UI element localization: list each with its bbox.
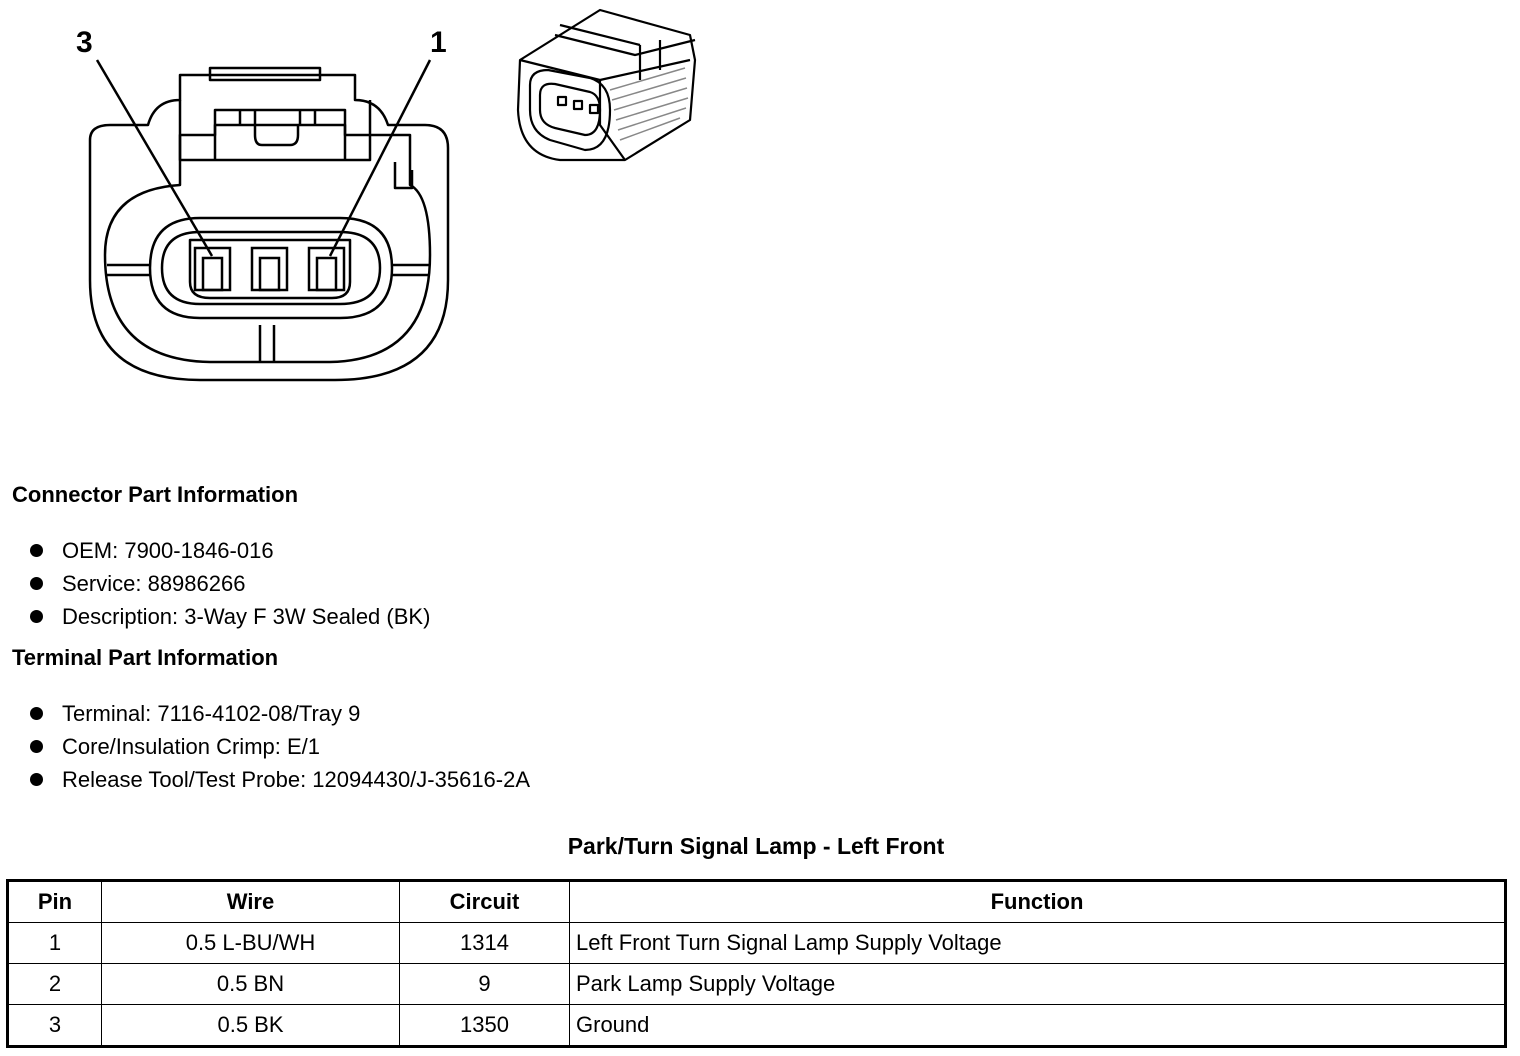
list-item: OEM: 7900-1846-016 [30, 534, 430, 567]
connector-description: Description: 3-Way F 3W Sealed (BK) [62, 604, 431, 629]
connector-diagram: 3 1 [76, 8, 697, 382]
bullet-icon [30, 577, 43, 590]
terminal-release-tool: Release Tool/Test Probe: 12094430/J-3561… [62, 767, 531, 792]
list-item: Core/Insulation Crimp: E/1 [30, 730, 530, 763]
cell-pin: 2 [7, 963, 102, 1005]
pinout-table: Pin Wire Circuit Function 1 0.5 L-BU/WH … [6, 879, 1507, 1048]
terminal-part-info-list: Terminal: 7116-4102-08/Tray 9 Core/Insul… [30, 697, 530, 796]
terminal-part-info-heading: Terminal Part Information [12, 645, 279, 670]
terminal-crimp: Core/Insulation Crimp: E/1 [62, 734, 320, 759]
list-item: Description: 3-Way F 3W Sealed (BK) [30, 600, 430, 633]
column-header-circuit: Circuit [399, 880, 570, 923]
connector-service: Service: 88986266 [62, 571, 246, 596]
connector-part-info-heading: Connector Part Information [12, 482, 299, 507]
cell-circuit: 9 [399, 963, 570, 1005]
table-row: 3 0.5 BK 1350 Ground [7, 1004, 1506, 1047]
connector-housing-outline [88, 73, 450, 382]
terminal-cavity-3 [193, 246, 232, 292]
bullet-icon [30, 610, 43, 623]
cell-circuit: 1314 [399, 922, 570, 964]
bullet-icon [30, 773, 43, 786]
list-item: Service: 88986266 [30, 567, 430, 600]
pin-1-leader-line [328, 59, 432, 257]
list-item: Terminal: 7116-4102-08/Tray 9 [30, 697, 530, 730]
terminal-cavity-2 [250, 246, 289, 292]
bullet-icon [30, 740, 43, 753]
cell-pin: 3 [7, 1004, 102, 1047]
column-header-function: Function [569, 880, 1506, 923]
terminal-number: Terminal: 7116-4102-08/Tray 9 [62, 701, 361, 726]
cell-circuit: 1350 [399, 1004, 570, 1047]
pin-3-leader-line [95, 59, 214, 257]
cell-function: Left Front Turn Signal Lamp Supply Volta… [569, 922, 1506, 964]
bullet-icon [30, 544, 43, 557]
table-row: 1 0.5 L-BU/WH 1314 Left Front Turn Signa… [7, 922, 1506, 964]
bullet-icon [30, 707, 43, 720]
cell-wire: 0.5 L-BU/WH [101, 922, 400, 964]
table-header-row: Pin Wire Circuit Function [7, 880, 1506, 923]
column-header-wire: Wire [101, 880, 400, 923]
cell-pin: 1 [7, 922, 102, 964]
connector-part-info-list: OEM: 7900-1846-016 Service: 88986266 Des… [30, 534, 430, 633]
list-item: Release Tool/Test Probe: 12094430/J-3561… [30, 763, 530, 796]
connector-3d-view [516, 8, 697, 162]
connector-oem: OEM: 7900-1846-016 [62, 538, 274, 563]
table-row: 2 0.5 BN 9 Park Lamp Supply Voltage [7, 963, 1506, 1005]
cell-function: Ground [569, 1004, 1506, 1047]
pin-1-label: 1 [430, 26, 447, 59]
cell-function: Park Lamp Supply Voltage [569, 963, 1506, 1005]
terminal-cavity-1 [307, 246, 346, 292]
column-header-pin: Pin [7, 880, 102, 923]
cell-wire: 0.5 BN [101, 963, 400, 1005]
cell-wire: 0.5 BK [101, 1004, 400, 1047]
table-title: Park/Turn Signal Lamp - Left Front [567, 833, 945, 859]
pin-3-label: 3 [76, 26, 93, 59]
